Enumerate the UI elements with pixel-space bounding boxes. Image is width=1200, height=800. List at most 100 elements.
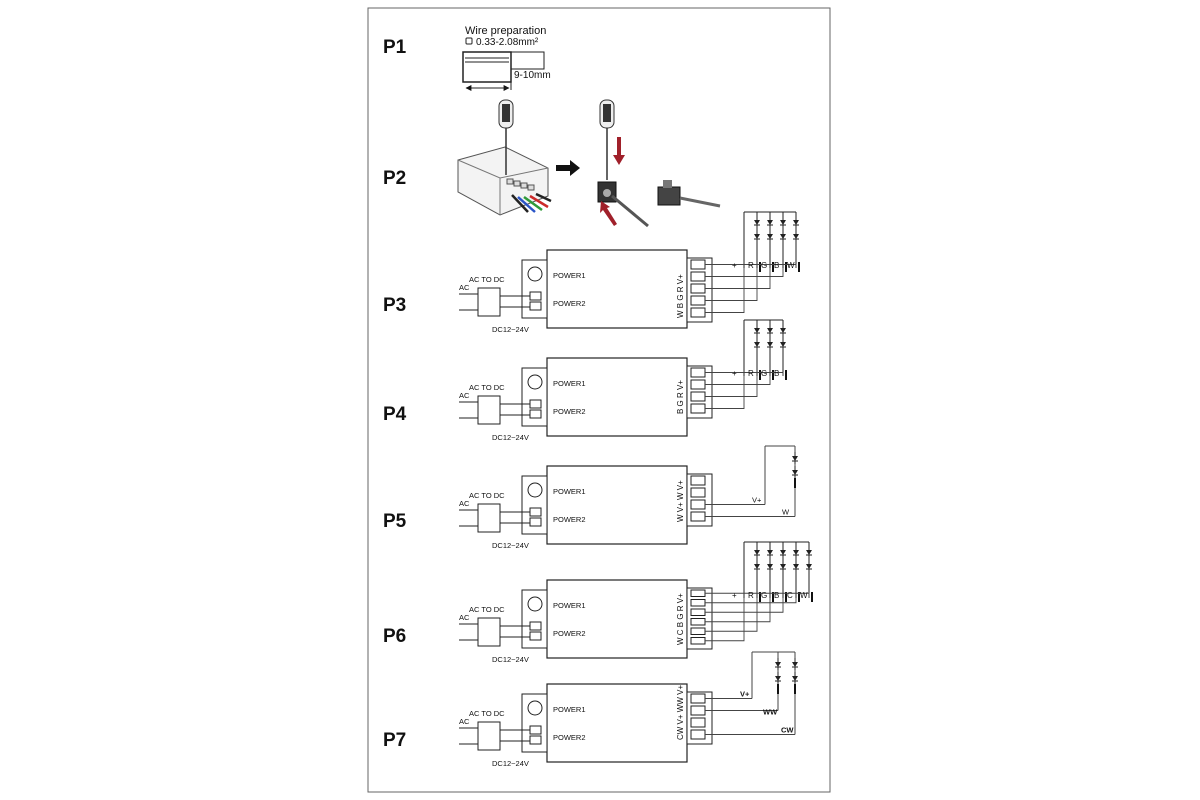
strip-channel-label: G [761, 369, 767, 378]
strip-length-label: 9-10mm [514, 70, 551, 81]
wire-insulation [462, 51, 512, 83]
power1-label: POWER1 [553, 271, 586, 280]
screwdriver-icon-2 [599, 99, 615, 180]
ac-dc-adapter [477, 287, 501, 317]
led-icon [779, 337, 787, 351]
controller-body [546, 357, 688, 437]
led-icon [792, 229, 800, 243]
power2-label: POWER2 [553, 733, 586, 742]
power2-label: POWER2 [553, 515, 586, 524]
power-knob-icon [527, 596, 543, 612]
strip-channel-label: + [732, 591, 737, 600]
ac-dc-adapter [477, 617, 501, 647]
ac-label: AC [459, 613, 470, 622]
led-icon [766, 323, 774, 337]
power-knob-icon [527, 700, 543, 716]
up-arrow-red-icon [600, 201, 617, 226]
led-icon [753, 229, 761, 243]
strip-channel-label: B [774, 261, 779, 270]
terminal-order-label: B G R V+ [676, 380, 685, 414]
strip-channel-label: B [774, 369, 779, 378]
controller-module-p4 [459, 319, 787, 437]
led-icon [779, 323, 787, 337]
dc-range-label: DC12~24V [492, 325, 529, 334]
wire-label-ww: WW [763, 708, 778, 717]
led-icon [791, 451, 799, 465]
ac-label: AC [459, 391, 470, 400]
power-knob-icon [527, 266, 543, 282]
terminal-order-label: W B G R V+ [676, 274, 685, 318]
strip-channel-label: C [787, 591, 793, 600]
strip-channel-label: R [748, 261, 754, 270]
terminal-block-closed [657, 186, 681, 206]
strip-channel-label: W [787, 261, 795, 270]
led-icon [791, 465, 799, 479]
led-icon [753, 215, 761, 229]
strip-channel-label: + [732, 261, 737, 270]
wire-gauge-square-icon [465, 37, 473, 45]
led-icon [792, 559, 800, 573]
panel-label-p1: P1 [383, 37, 407, 58]
led-icon [805, 559, 813, 573]
led-icon [774, 657, 782, 671]
led-icon [805, 545, 813, 559]
strip-channel-label: W [800, 591, 808, 600]
terminal-order-label: W C B G R V+ [676, 593, 685, 645]
controller-module-p6 [459, 541, 813, 659]
controller-body [546, 683, 688, 763]
down-arrow-red-icon [613, 137, 625, 165]
power1-label: POWER1 [553, 705, 586, 714]
ac-to-dc-label: AC TO DC [469, 709, 505, 718]
wire-gauge-label: 0.33-2.08mm² [476, 37, 539, 48]
controller-body [546, 249, 688, 329]
led-icon [792, 215, 800, 229]
ac-to-dc-label: AC TO DC [469, 383, 505, 392]
controller-body [546, 465, 688, 545]
power-knob-icon [527, 374, 543, 390]
power-knob-icon [527, 482, 543, 498]
ac-dc-adapter [477, 395, 501, 425]
wire-label-vplus: V+ [752, 496, 762, 505]
controller-body [546, 579, 688, 659]
right-arrow-icon [556, 160, 580, 176]
panel-label-p3: P3 [383, 295, 406, 316]
power1-label: POWER1 [553, 601, 586, 610]
led-icon [766, 337, 774, 351]
led-icon [774, 671, 782, 685]
wire-prep-title: Wire preparation [465, 25, 546, 37]
strip-channel-label: R [748, 591, 754, 600]
ac-to-dc-label: AC TO DC [469, 275, 505, 284]
wire-preparation-panel: Wire preparation 0.33-2.08mm² 9-10mm [462, 25, 551, 91]
ac-label: AC [459, 283, 470, 292]
strip-channel-label: + [732, 369, 737, 378]
page-frame [367, 7, 831, 793]
dc-range-label: DC12~24V [492, 541, 529, 550]
ac-to-dc-label: AC TO DC [469, 491, 505, 500]
led-icon [779, 229, 787, 243]
dc-range-label: DC12~24V [492, 759, 529, 768]
led-icon [779, 559, 787, 573]
screwdriver-icon [498, 99, 514, 175]
led-icon [791, 657, 799, 671]
led-icon [753, 559, 761, 573]
power2-label: POWER2 [553, 407, 586, 416]
terminal-order-label: CW V+ WW V+ [676, 685, 685, 740]
panel-label-p5: P5 [383, 511, 407, 532]
led-icon [779, 215, 787, 229]
terminal-order-label: W V+ W V+ [676, 480, 685, 522]
panel-label-p7: P7 [383, 730, 406, 751]
panel-label-p2: P2 [383, 168, 406, 189]
strip-channel-label: B [774, 591, 779, 600]
controller-module-p5 [459, 445, 799, 545]
led-icon [753, 545, 761, 559]
power2-label: POWER2 [553, 629, 586, 638]
controller-module-p7 [459, 651, 799, 763]
power2-label: POWER2 [553, 299, 586, 308]
led-icon [779, 545, 787, 559]
ac-label: AC [459, 717, 470, 726]
ac-label: AC [459, 499, 470, 508]
strip-channel-label: G [761, 261, 767, 270]
led-icon [791, 671, 799, 685]
led-icon [753, 323, 761, 337]
